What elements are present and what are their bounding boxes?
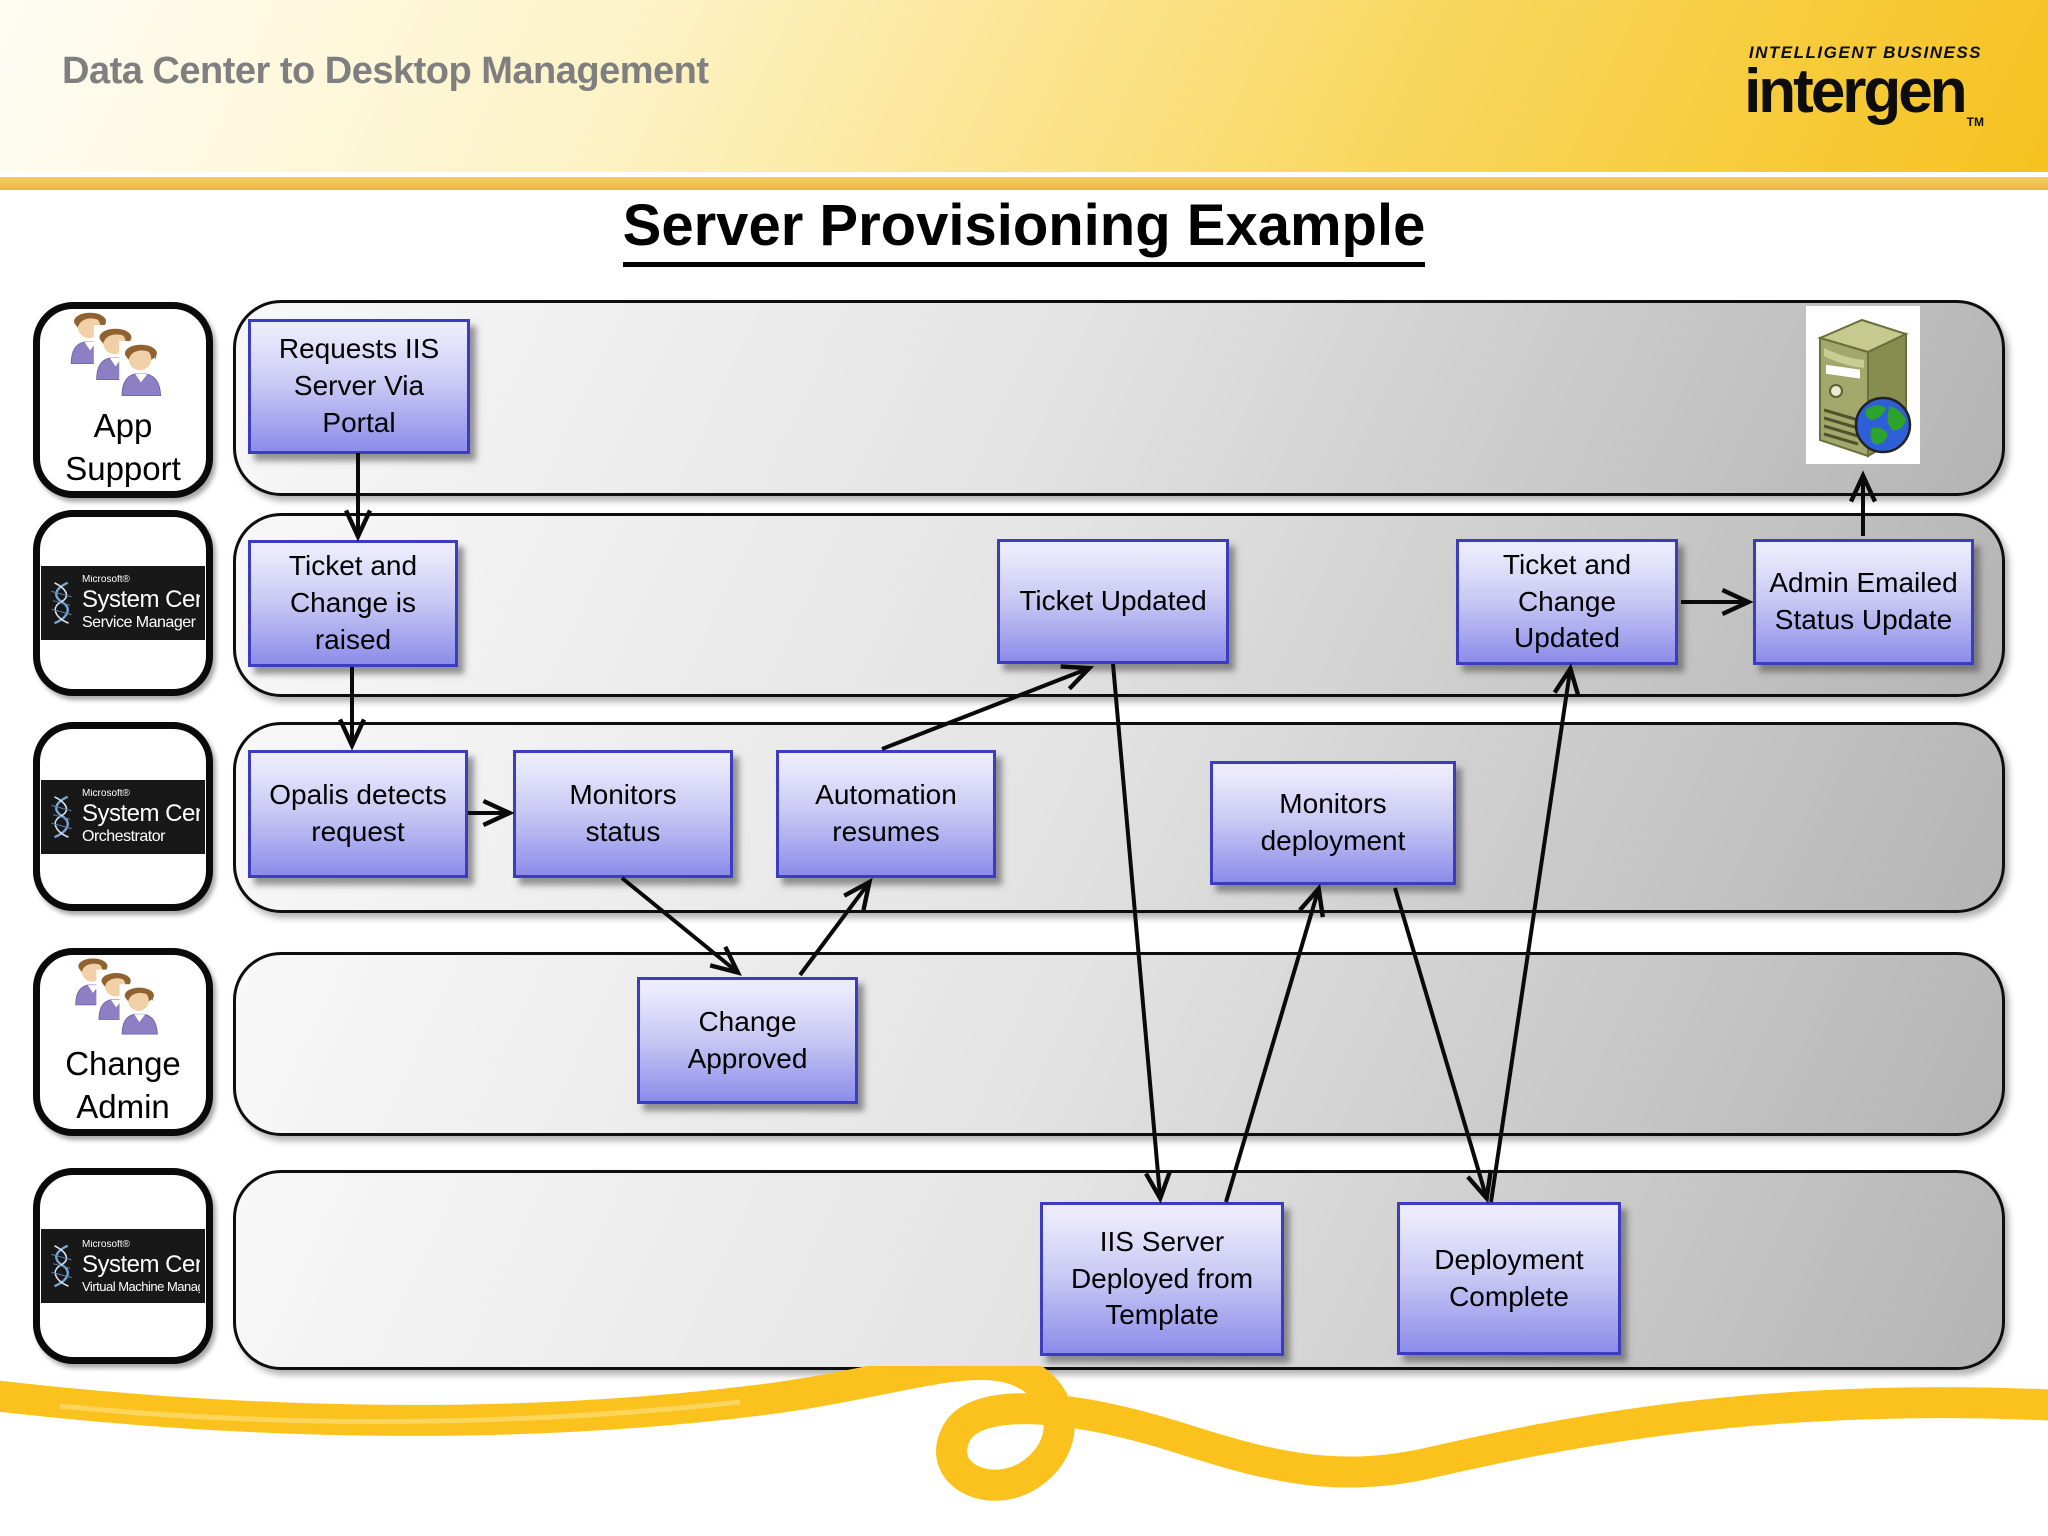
logo-product-service-manager: System Center (82, 586, 200, 613)
node-change-approved: Change Approved (637, 977, 858, 1104)
lane-label-service-manager: Microsoft®System CenterService Manager (33, 510, 213, 696)
people-group-icon (70, 312, 165, 398)
lane-band-orchestrator (233, 722, 2005, 913)
system-center-emblem-icon (51, 581, 72, 625)
logo-text-virtual-machine-manager: Microsoft®System CenterVirtual Machine M… (82, 1240, 200, 1293)
logo-edition-service-manager: Service Manager (82, 614, 196, 631)
header-bar: Data Center to Desktop Management INTELL… (0, 0, 2048, 172)
node-monitors-deployment: Monitors deployment (1210, 761, 1456, 885)
logo-service-manager: Microsoft®System CenterService Manager (41, 566, 205, 640)
logo-edition-virtual-machine-manager: Virtual Machine Manager (82, 1278, 200, 1293)
logo-brand-service-manager: Microsoft® (82, 575, 130, 585)
logo-virtual-machine-manager: Microsoft®System CenterVirtual Machine M… (41, 1229, 205, 1303)
lane-band-change-admin (233, 952, 2005, 1136)
node-requests-iis-portal: Requests IIS Server Via Portal (248, 319, 470, 454)
system-center-emblem-icon (51, 795, 72, 838)
brand-name: intergen (1744, 57, 1968, 126)
lane-label-text-change-admin: Change Admin (65, 1045, 181, 1126)
header-title: Data Center to Desktop Management (62, 50, 709, 92)
node-ticket-change-updated: Ticket and Change Updated (1456, 539, 1678, 665)
lane-label-change-admin: Change Admin (33, 948, 213, 1136)
node-opalis-detects: Opalis detects request (248, 750, 468, 878)
node-monitors-status: Monitors status (513, 750, 733, 878)
logo-brand-orchestrator: Microsoft® (82, 788, 130, 799)
slide-title: Server Provisioning Example (0, 192, 2048, 267)
brand-tm: TM (1966, 115, 1984, 129)
web-server-icon (1806, 306, 1920, 464)
people-group-icon (75, 958, 161, 1036)
lane-label-virtual-machine-manager: Microsoft®System CenterVirtual Machine M… (33, 1168, 213, 1364)
system-center-emblem-icon (51, 1244, 72, 1288)
header-separator (0, 177, 2048, 190)
node-deployment-complete: Deployment Complete (1397, 1202, 1621, 1355)
lane-band-app-support (233, 300, 2005, 496)
logo-orchestrator: Microsoft®System CenterOrchestrator (41, 779, 205, 854)
node-ticket-updated: Ticket Updated (997, 539, 1229, 664)
lane-label-app-support: App Support (33, 302, 213, 498)
lane-label-text-app-support: App Support (65, 407, 181, 488)
logo-brand-virtual-machine-manager: Microsoft® (82, 1239, 130, 1250)
lane-label-orchestrator: Microsoft®System CenterOrchestrator (33, 722, 213, 911)
node-admin-emailed-status: Admin Emailed Status Update (1753, 539, 1974, 665)
logo-product-orchestrator: System Center (82, 799, 200, 827)
node-iis-deployed-template: IIS Server Deployed from Template (1040, 1202, 1284, 1356)
logo-edition-orchestrator: Orchestrator (82, 827, 165, 845)
logo-text-orchestrator: Microsoft®System CenterOrchestrator (82, 789, 200, 845)
node-ticket-change-raised: Ticket and Change is raised (248, 540, 458, 667)
node-automation-resumes: Automation resumes (776, 750, 996, 878)
yellow-swoosh-graphic (0, 1366, 2048, 1501)
logo-text-service-manager: Microsoft®System CenterService Manager (82, 575, 200, 631)
brand-tagline: INTELLIGENT BUSINESS (1748, 43, 1982, 62)
logo-product-virtual-machine-manager: System Center (82, 1250, 200, 1278)
